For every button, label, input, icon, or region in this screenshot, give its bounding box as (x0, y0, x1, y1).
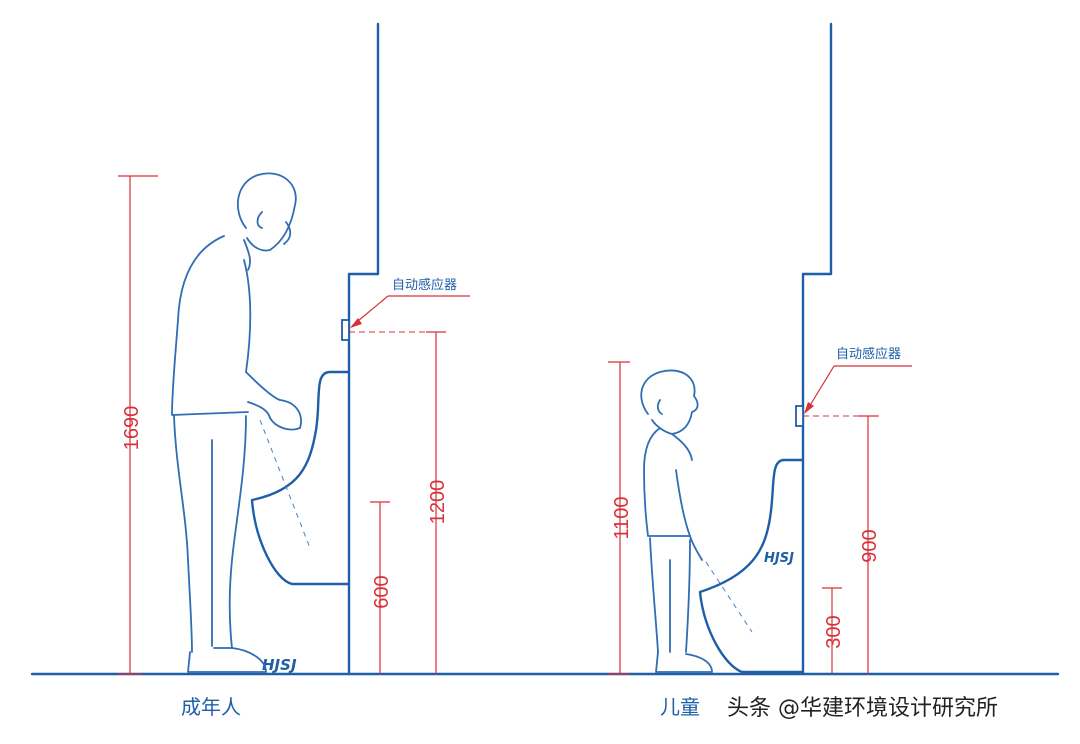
svg-text:1200: 1200 (427, 480, 449, 525)
adult-sensor-callout: 自动感应器 (350, 277, 470, 328)
adult-urinal-logo: HJSJ (262, 656, 297, 674)
child-urinal (698, 458, 805, 674)
svg-text:1100: 1100 (611, 496, 633, 539)
child-section: HJSJ 1100 900 (608, 22, 912, 719)
adult-wall (347, 22, 380, 676)
adult-figure (171, 172, 302, 673)
svg-text:600: 600 (371, 575, 393, 608)
child-wall (801, 22, 833, 676)
svg-text:自动感应器: 自动感应器 (836, 346, 901, 362)
adult-urinal (250, 370, 351, 586)
child-sensor-callout: 自动感应器 (804, 346, 912, 414)
child-sensor-dimension: 900 (803, 415, 881, 674)
svg-text:300: 300 (823, 615, 845, 648)
child-urinal-logo: HJSJ (764, 551, 794, 566)
adult-height-dimension: 1690 (118, 175, 158, 675)
child-height-dimension: 1100 (608, 361, 633, 675)
adult-sensor-icon (341, 319, 350, 341)
adult-caption: 成年人 (181, 695, 241, 719)
child-caption: 儿童 (660, 695, 700, 719)
svg-text:900: 900 (859, 529, 881, 562)
adult-rim-dimension: 600 (370, 501, 393, 674)
svg-text:自动感应器: 自动感应器 (392, 277, 457, 293)
adult-section: HJSJ 1690 (118, 22, 470, 719)
child-rim-dimension: 300 (822, 587, 845, 674)
watermark-text: 头条 @华建环境设计研究所 (727, 696, 998, 721)
svg-text:1690: 1690 (121, 406, 143, 451)
child-figure (640, 369, 713, 673)
adult-sensor-dimension: 1200 (349, 331, 449, 674)
child-sensor-icon (795, 405, 804, 427)
